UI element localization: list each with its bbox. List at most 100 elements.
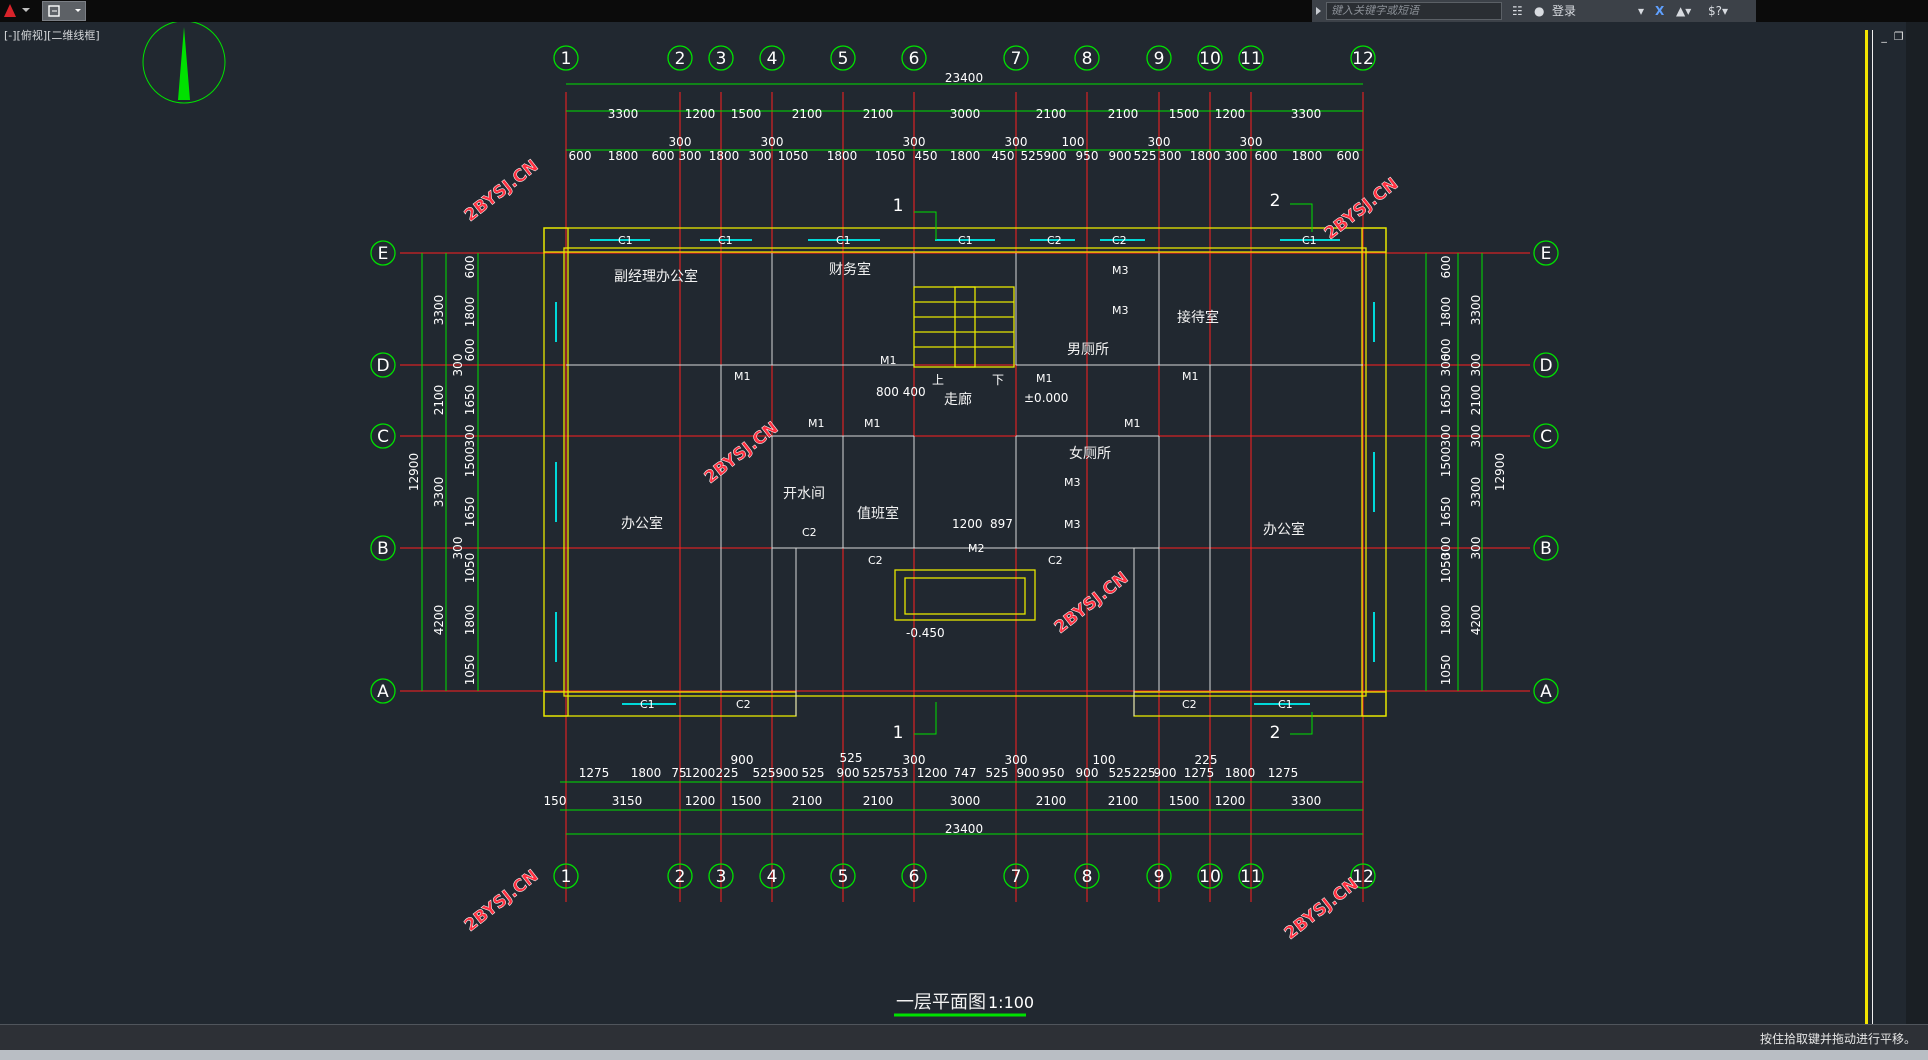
svg-text:900: 900 xyxy=(837,766,860,780)
svg-text:E: E xyxy=(378,244,389,264)
svg-text:1050: 1050 xyxy=(463,655,477,686)
svg-text:C2: C2 xyxy=(736,698,751,711)
svg-text:300: 300 xyxy=(1240,135,1263,149)
svg-text:2BYSJ.CN: 2BYSJ.CN xyxy=(1281,874,1363,944)
svg-text:8: 8 xyxy=(1082,867,1093,887)
svg-text:600: 600 xyxy=(1255,149,1278,163)
drawing-title: 一层平面图 1:100 xyxy=(894,992,1034,1017)
svg-text:1050: 1050 xyxy=(463,553,477,584)
svg-text:2: 2 xyxy=(675,49,686,69)
bottom-dimensions: 23400 150 3150 1200 1500 2100 2100 3000 … xyxy=(544,751,1363,836)
svg-text:3300: 3300 xyxy=(432,295,446,326)
svg-text:1: 1 xyxy=(893,723,904,743)
application-menu-button[interactable] xyxy=(0,0,38,22)
svg-text:一层平面图: 一层平面图 xyxy=(896,992,986,1013)
svg-text:600: 600 xyxy=(1337,149,1360,163)
svg-text:450: 450 xyxy=(992,149,1015,163)
svg-text:3300: 3300 xyxy=(1291,794,1322,808)
svg-text:150: 150 xyxy=(544,794,567,808)
north-arrow-icon xyxy=(142,22,226,104)
user-icon: ● xyxy=(1534,4,1545,18)
login-link[interactable]: 登录 xyxy=(1552,4,1577,18)
login-dropdown-icon[interactable]: ▾ xyxy=(1638,4,1645,18)
svg-text:300: 300 xyxy=(1469,425,1483,448)
svg-text:M1: M1 xyxy=(1124,417,1141,430)
watermarks: 2BYSJ.CN 2BYSJ.CN 2BYSJ.CN 2BYSJ.CN 2BYS… xyxy=(461,156,1403,944)
svg-text:8: 8 xyxy=(1082,49,1093,69)
svg-text:M1: M1 xyxy=(864,417,881,430)
svg-text:1050: 1050 xyxy=(778,149,809,163)
svg-text:1800: 1800 xyxy=(608,149,639,163)
svg-text:1650: 1650 xyxy=(1439,385,1453,416)
svg-text:值班室: 值班室 xyxy=(857,505,899,522)
svg-text:525: 525 xyxy=(802,766,825,780)
svg-text:3000: 3000 xyxy=(950,794,981,808)
viewport-controls[interactable]: [-][俯视][二维线框] xyxy=(4,29,100,42)
svg-text:C1: C1 xyxy=(836,234,851,247)
svg-text:300: 300 xyxy=(903,753,926,767)
svg-text:办公室: 办公室 xyxy=(621,515,663,532)
exchange-apps-icon[interactable]: X xyxy=(1655,4,1665,18)
svg-text:12: 12 xyxy=(1352,867,1374,887)
svg-text:M3: M3 xyxy=(1064,518,1081,531)
svg-text:2100: 2100 xyxy=(863,107,894,121)
svg-text:开水间: 开水间 xyxy=(783,486,825,502)
binoculars-icon[interactable]: ☷ xyxy=(1512,4,1523,18)
svg-text:D: D xyxy=(1539,356,1552,376)
svg-text:财务室: 财务室 xyxy=(829,261,871,278)
svg-text:450: 450 xyxy=(915,149,938,163)
svg-text:C2: C2 xyxy=(868,554,883,567)
grid-bubbles-rows: E D C B A E D C B A xyxy=(370,240,1559,704)
svg-text:11: 11 xyxy=(1240,49,1262,69)
svg-text:1500: 1500 xyxy=(731,107,762,121)
top-dimensions: 23400 3300 1200 1500 2100 2100 3000 2100… xyxy=(566,71,1363,163)
workspace-icon xyxy=(48,5,60,17)
vertical-scrollbar[interactable] xyxy=(1906,22,1928,1024)
svg-text:1200: 1200 xyxy=(1215,794,1246,808)
svg-text:1050: 1050 xyxy=(1439,655,1453,686)
svg-text:副经理办公室: 副经理办公室 xyxy=(614,268,698,285)
svg-text:M1: M1 xyxy=(808,417,825,430)
svg-text:300: 300 xyxy=(1439,425,1453,448)
svg-text:225: 225 xyxy=(1195,753,1218,767)
svg-text:12900: 12900 xyxy=(407,453,421,491)
svg-text:300: 300 xyxy=(463,425,477,448)
svg-text:C1: C1 xyxy=(718,234,733,247)
crosshair-guide xyxy=(1865,30,1868,1024)
svg-text:4: 4 xyxy=(767,867,778,887)
svg-text:525: 525 xyxy=(753,766,776,780)
svg-text:M3: M3 xyxy=(1064,476,1081,489)
status-bar: 按住拾取键并拖动进行平移。 xyxy=(0,1024,1928,1051)
svg-text:900: 900 xyxy=(1076,766,1099,780)
help-icon[interactable]: $?▾ xyxy=(1708,4,1729,18)
svg-text:1050: 1050 xyxy=(875,149,906,163)
svg-text:10: 10 xyxy=(1199,49,1221,69)
svg-text:525: 525 xyxy=(1021,149,1044,163)
svg-text:300: 300 xyxy=(761,135,784,149)
autocad-logo-icon xyxy=(4,4,16,17)
svg-text:2100: 2100 xyxy=(432,385,446,416)
svg-text:2BYSJ.CN: 2BYSJ.CN xyxy=(461,866,543,936)
infocenter-toolbar: 键入关键字或短语 ☷ ● 登录 ▾ X ▲▾ $?▾ xyxy=(1312,0,1756,22)
drawing-canvas[interactable]: .gl{stroke:#00e100;stroke-width:1;fill:n… xyxy=(0,22,1928,1024)
svg-text:1050: 1050 xyxy=(1439,553,1453,584)
search-input[interactable]: 键入关键字或短语 xyxy=(1326,2,1502,20)
svg-text:E: E xyxy=(1541,244,1552,264)
svg-text:900: 900 xyxy=(776,766,799,780)
svg-text:300: 300 xyxy=(451,354,465,377)
svg-text:1500: 1500 xyxy=(1169,107,1200,121)
svg-text:300: 300 xyxy=(1005,753,1028,767)
svg-text:600: 600 xyxy=(569,149,592,163)
a360-icon[interactable]: ▲▾ xyxy=(1676,4,1692,18)
svg-text:225: 225 xyxy=(716,766,739,780)
svg-text:300: 300 xyxy=(1225,149,1248,163)
svg-text:525: 525 xyxy=(863,766,886,780)
svg-text:600: 600 xyxy=(652,149,675,163)
svg-text:12: 12 xyxy=(1352,49,1374,69)
svg-text:3300: 3300 xyxy=(608,107,639,121)
quick-access-toolbar[interactable] xyxy=(42,1,86,21)
building-walls xyxy=(543,227,1387,717)
svg-text:1500: 1500 xyxy=(1169,794,1200,808)
svg-text:1275: 1275 xyxy=(1184,766,1215,780)
svg-text:1650: 1650 xyxy=(1439,497,1453,528)
